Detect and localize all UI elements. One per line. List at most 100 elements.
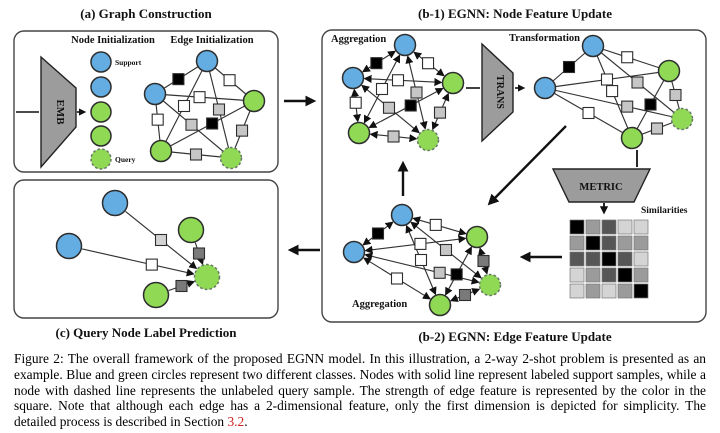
edge-feature-square: [189, 148, 203, 161]
edge-feature-square: [370, 57, 383, 70]
panel-b1-title: (b-1) EGNN: Node Feature Update: [418, 6, 612, 21]
edge-feature-square: [429, 218, 442, 231]
similarity-cell: [601, 267, 617, 283]
edge-feature-square: [390, 272, 404, 285]
similarity-cell: [585, 235, 601, 251]
caption-text: Figure 2: The overall framework of the p…: [14, 351, 706, 430]
edge-feature-square: [621, 51, 634, 64]
edge-feature-square: [177, 99, 191, 113]
metric-trapezoid: [551, 168, 652, 203]
support-node-green: [347, 121, 371, 145]
edge-feature-square: [600, 73, 614, 86]
edge-feature-square: [212, 103, 226, 116]
figure-caption: Figure 2: The overall framework of the p…: [0, 351, 720, 430]
support-node-blue: [90, 76, 112, 98]
edge-feature-square: [582, 106, 595, 120]
edge-feature-square: [404, 99, 417, 112]
graph-edge: [82, 248, 195, 277]
panel-a-title: (a) Graph Construction: [80, 6, 212, 21]
support-node-green: [142, 281, 170, 309]
similarity-cell: [633, 251, 649, 267]
support-node-blue: [90, 51, 112, 73]
edge-feature-square: [450, 268, 463, 281]
similarity-cell: [585, 251, 601, 267]
edge-feature-square: [145, 258, 158, 271]
support-node-blue: [195, 49, 219, 73]
emb-trapezoid: [40, 55, 77, 169]
query-label: Query: [115, 155, 136, 164]
edge-feature-square: [151, 113, 164, 126]
query-node: [670, 107, 694, 131]
similarity-cell: [601, 219, 617, 235]
support-node-blue: [341, 66, 365, 90]
support-node-green: [465, 225, 489, 249]
similarity-cell: [601, 283, 617, 299]
node-init-label: Node Initialization: [71, 35, 155, 46]
edge-feature-square: [175, 279, 188, 293]
egnn-framework-diagram: (a) Graph Construction (b-1) EGNN: Node F…: [13, 6, 707, 344]
similarities-label: Similarities: [641, 206, 688, 216]
similarity-cell: [569, 235, 585, 251]
support-node-green: [177, 216, 205, 244]
support-node-blue: [101, 189, 129, 217]
similarity-cell: [633, 283, 649, 299]
b2-aggregation-label: Aggregation: [352, 299, 407, 310]
edge-feature-square: [410, 86, 423, 99]
trans-trapezoid: [481, 42, 514, 143]
similarity-cell: [601, 251, 617, 267]
panel-c-title: (c) Query Node Label Prediction: [55, 325, 237, 340]
support-node-green: [90, 125, 112, 147]
query-node: [416, 128, 440, 152]
support-node-blue: [393, 33, 417, 57]
edge-feature-square: [562, 60, 576, 74]
edge-feature-square: [223, 74, 236, 87]
metric-label: METRIC: [579, 182, 622, 193]
edge-feature-square: [235, 124, 249, 137]
edge-feature-square: [414, 253, 428, 267]
edge-feature-square: [421, 57, 435, 70]
similarity-cell: [617, 267, 633, 283]
trans-label: TRANS: [494, 75, 505, 109]
support-node-blue: [143, 82, 167, 106]
support-node-green: [242, 89, 266, 113]
edge-feature-square: [433, 266, 446, 279]
edge-feature-square: [371, 227, 385, 240]
similarity-cell: [633, 267, 649, 283]
support-node-blue: [533, 76, 557, 100]
support-node-green: [441, 71, 465, 95]
edge-feature-square: [414, 237, 427, 250]
section-3-2-link[interactable]: 3.2: [227, 414, 245, 430]
similarity-cell: [585, 283, 601, 299]
edge-feature-square: [439, 243, 453, 257]
edge-feature-square: [382, 101, 396, 114]
support-node-green: [657, 59, 681, 83]
edge-feature-square: [433, 106, 447, 119]
support-node-blue: [342, 240, 366, 264]
edge-feature-square: [172, 73, 185, 86]
similarity-cell: [569, 219, 585, 235]
edge-feature-square: [644, 98, 657, 111]
similarity-cell: [617, 251, 633, 267]
edge-feature-square: [387, 130, 400, 143]
similarity-cell: [585, 267, 601, 283]
support-node-blue: [390, 203, 414, 227]
edge-feature-square: [206, 117, 219, 130]
edge-feature-square: [631, 76, 644, 89]
edge-feature-square: [193, 91, 206, 104]
similarity-cell: [617, 219, 633, 235]
transformation-to-edgeupdate-arrow: [487, 125, 567, 206]
caption-period: .: [244, 414, 248, 430]
support-node-blue: [55, 232, 83, 260]
similarity-cell: [585, 219, 601, 235]
similarity-cell: [633, 219, 649, 235]
edge-feature-square: [375, 82, 389, 96]
support-label: Support: [115, 58, 142, 67]
edge-feature-square: [477, 254, 490, 268]
b1-aggregation-label: Aggregation: [331, 34, 386, 45]
query-node: [193, 263, 221, 291]
support-node-blue: [581, 34, 605, 58]
edge-feature-square: [650, 122, 664, 135]
emb-label: EMB: [54, 99, 66, 125]
panel-b2-title: (b-2) EGNN: Edge Feature Update: [418, 329, 612, 344]
